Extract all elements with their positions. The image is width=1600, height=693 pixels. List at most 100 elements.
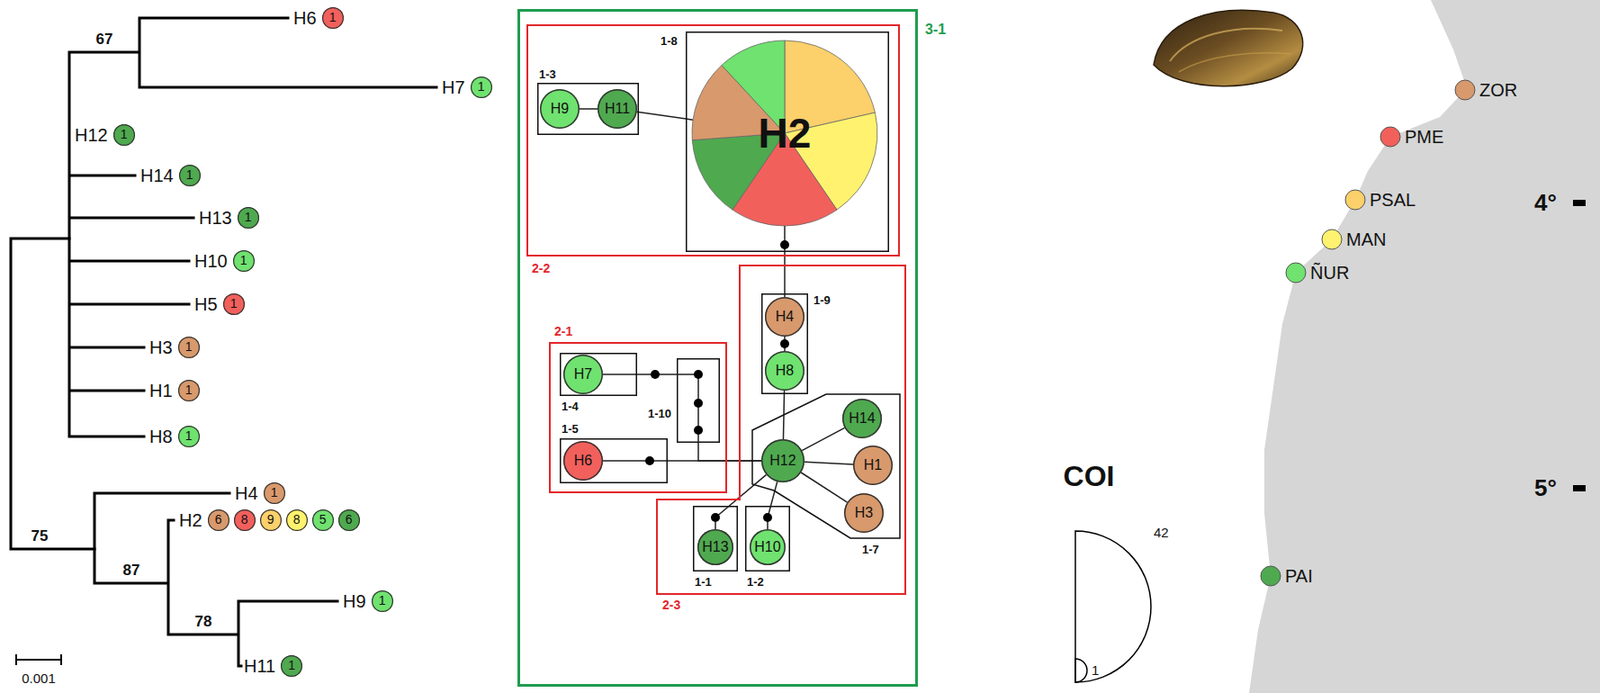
haplotype-count: 1 [113, 124, 135, 146]
haplotype-name: H11 [604, 100, 630, 117]
clade-box: 1-9H4H8 [761, 293, 809, 395]
site-dot [1455, 80, 1475, 100]
clade-label-slot: 1-8 [660, 32, 678, 49]
haplotype-name: H8 [775, 362, 794, 379]
mussel-shell [1153, 9, 1304, 86]
leaf-label-slot: H9 [342, 591, 367, 612]
haplotype-count: 6 [207, 509, 230, 531]
haplotype-count: 1 [223, 293, 245, 315]
tree-lower-clade [94, 493, 338, 666]
median-vector-dot [693, 425, 703, 435]
haplotype-circle: H3 [844, 493, 884, 533]
haplotype-count: 1 [280, 655, 303, 677]
haplotype-name: H4 [775, 308, 794, 325]
leaf-label: H13 [198, 207, 233, 228]
leaf-label-slot: H6 [293, 8, 317, 28]
leaf-label-slot: H12 [74, 125, 108, 145]
count-number: 1 [329, 10, 337, 25]
clade-label-slot: 1-10 [647, 404, 672, 422]
site-markers [1260, 80, 1475, 586]
marker-title-slot: COI [1063, 460, 1115, 493]
median-vector-dot [693, 398, 703, 408]
clade-label: 1-5 [561, 422, 579, 436]
leaf-label: H2 [179, 510, 203, 531]
clade-box: 3-12-21-3H9H111-8H22-11-4H71-101-5H62-31… [517, 8, 918, 687]
latitude-label: 4° [1534, 189, 1557, 216]
size-legend [1075, 530, 1151, 683]
clade-box: 1-8H2 [685, 31, 890, 252]
bootstrap-value: 75 [31, 528, 49, 546]
clade-outline-path [752, 394, 900, 539]
haplotype-count: 1 [178, 425, 200, 448]
leaf-label: H9 [342, 591, 367, 612]
count-number: 1 [287, 658, 296, 673]
haplotype-name: H13 [701, 539, 729, 556]
clade-box: 2-11-4H71-101-5H6 [548, 341, 728, 494]
network-link [801, 427, 845, 450]
phylogenetic-tree [10, 17, 437, 666]
leaf-label: H1 [149, 380, 173, 401]
haplotype-circle: H9 [539, 89, 580, 129]
haplotype-name: H10 [754, 539, 781, 556]
leaf-label-slot: H1 [149, 380, 173, 401]
mussel-illustration [1153, 9, 1304, 86]
count-number: 8 [241, 512, 249, 527]
haplotype-count: 1 [322, 7, 344, 29]
clade-label-slot: 2-1 [554, 323, 573, 340]
clade-label: 2-2 [531, 261, 550, 276]
latitude-label-slot: 4° [1534, 189, 1557, 216]
site-dot [1345, 189, 1366, 210]
haplotype-count: 5 [312, 509, 334, 531]
site-label: ZOR [1479, 80, 1518, 100]
haplotype-name: H6 [574, 452, 593, 469]
leaf-label: H4 [234, 483, 259, 504]
clade-box: 2-21-3H9H111-8H2 [526, 24, 900, 257]
clade-label: 1-3 [539, 68, 557, 81]
clade-box: 1-5H6 [559, 438, 668, 484]
haplotype-circle: H14 [842, 398, 882, 439]
latitude-label-slot: 5° [1534, 475, 1557, 502]
clade-label: 1-9 [813, 294, 831, 307]
latitude-label: 5° [1534, 475, 1557, 502]
leaf-label-slot: H3 [149, 337, 173, 358]
site-label-slot: ÑUR [1310, 262, 1349, 283]
count-number: 1 [185, 429, 193, 443]
size-legend-value: 1 [1091, 663, 1099, 679]
site-dot [1380, 126, 1401, 147]
network-link [602, 373, 677, 376]
clade-label-slot: 1-1 [694, 573, 712, 590]
clade-label-slot: 1-3 [539, 65, 557, 82]
leaf-label: H3 [149, 337, 173, 358]
clade-label: 2-1 [554, 324, 573, 339]
median-vector-dot [693, 369, 703, 379]
leaf-label-slot: H14 [140, 165, 174, 186]
haplotype-name: H1 [863, 457, 882, 474]
bootstrap-value: 78 [195, 613, 213, 631]
haplotype-count: 1 [237, 206, 260, 229]
clade-label-slot: 1-4 [561, 397, 579, 414]
site-label: PME [1404, 126, 1444, 147]
median-vector-dot [780, 240, 790, 250]
size-legend-entry: 42 [1153, 524, 1169, 541]
bootstrap-value: 67 [96, 31, 114, 49]
haplotype-circle: H11 [597, 89, 638, 129]
haplotype-count: 1 [470, 76, 493, 99]
leaf-label: H10 [194, 251, 228, 271]
leaf-label-slot: H10 [194, 251, 228, 271]
count-number: 1 [185, 383, 193, 397]
pie-group [692, 40, 878, 226]
clade-label: 1-10 [647, 407, 672, 421]
marker-title: COI [1063, 460, 1115, 493]
clade-label-slot: 1-7 [862, 540, 880, 558]
leaf-label-slot: H2 [179, 510, 203, 531]
tree-root [10, 238, 95, 549]
leaf-label-slot: H8 [149, 426, 173, 447]
size-legend-value: 42 [1153, 525, 1169, 541]
network-link [637, 111, 693, 120]
leaf-label-slot: H11 [243, 656, 276, 676]
clade-label: 3-1 [925, 21, 946, 38]
count-number: 6 [215, 512, 223, 527]
tree-upper-clade [69, 17, 437, 437]
haplotype-count: 1 [178, 379, 200, 402]
leaf-label: H7 [441, 77, 466, 98]
